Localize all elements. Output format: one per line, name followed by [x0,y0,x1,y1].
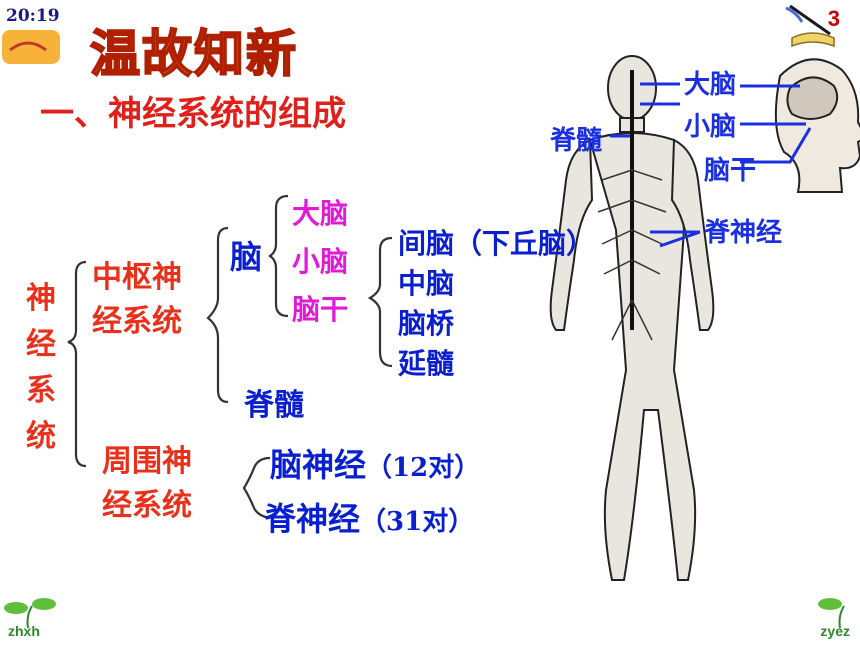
central-nervous-system-label: 中枢神 经系统 [92,256,182,344]
brainstem-part-diencephalon: 间脑（下丘脑） [398,227,595,260]
central-line-1: 中枢神 [92,260,182,295]
brainstem-parts-list: 间脑（下丘脑） 中脑 脑桥 延髓 [398,224,594,384]
pointer-lines [610,82,812,248]
figure-label-brainstem: 脑干 [704,156,757,186]
spinal-nerve-label: 脊神经 [264,500,361,538]
brain-label: 脑 [230,238,263,276]
spinal-nerve-row: 脊神经（31对） [264,494,474,540]
figure-label-spinal-cord: 脊髓 [550,126,603,156]
peripheral-line-1: 周围神 [102,444,192,479]
page-subtitle: 一、神经系统的组成 [40,94,346,134]
central-line-2: 经系统 [92,304,182,339]
root-char: 神 [26,281,56,316]
head-profile-figure [774,58,860,193]
brain-part-cerebrum: 大脑 [292,197,349,230]
root-char: 系 [26,373,56,408]
root-char: 统 [26,419,56,454]
spinal-cord-label: 脊髓 [244,388,304,423]
cranial-nerve-count: （12对） [366,453,481,483]
root-char: 经 [26,327,56,362]
brainstem-part-midbrain: 中脑 [398,267,455,300]
brainstem-part-medulla: 延髓 [398,347,455,380]
root-bracket [67,260,87,468]
figure-label-spinal-nerve: 脊神经 [704,218,783,248]
sprout-right-icon [818,598,845,629]
peripheral-bracket [242,456,271,520]
corner-decoration-icon [2,30,60,64]
figure-label-cerebellum: 小脑 [684,112,737,142]
quill-book-icon [785,4,835,48]
cranial-nerve-row: 脑神经（12对） [270,440,480,486]
brain-parts-list: 大脑 小脑 脑干 [292,190,348,334]
page-title: 温故知新 [89,23,298,84]
brainstem-bracket [367,236,393,368]
slide-time: 20:19 [6,6,60,26]
spinal-nerve-count: （31对） [360,507,475,537]
footer-right-mark: zyez [820,623,850,639]
peripheral-line-2: 经系统 [102,488,192,523]
cranial-nerve-label: 脑神经 [270,446,367,484]
peripheral-nervous-system-label: 周围神 经系统 [102,440,192,528]
figure-label-cerebrum: 大脑 [684,70,737,100]
brain-part-cerebellum: 小脑 [292,245,349,278]
page-number: 3 [827,6,840,31]
central-bracket [206,226,229,404]
sprout-left-icon [4,598,56,629]
brain-bracket [268,194,289,318]
root-label-nervous-system: 神 经 系 统 [26,276,62,460]
brainstem-part-pons: 脑桥 [398,307,455,340]
footer-left-mark: zhxh [8,623,40,639]
brain-part-brainstem: 脑干 [292,293,349,326]
